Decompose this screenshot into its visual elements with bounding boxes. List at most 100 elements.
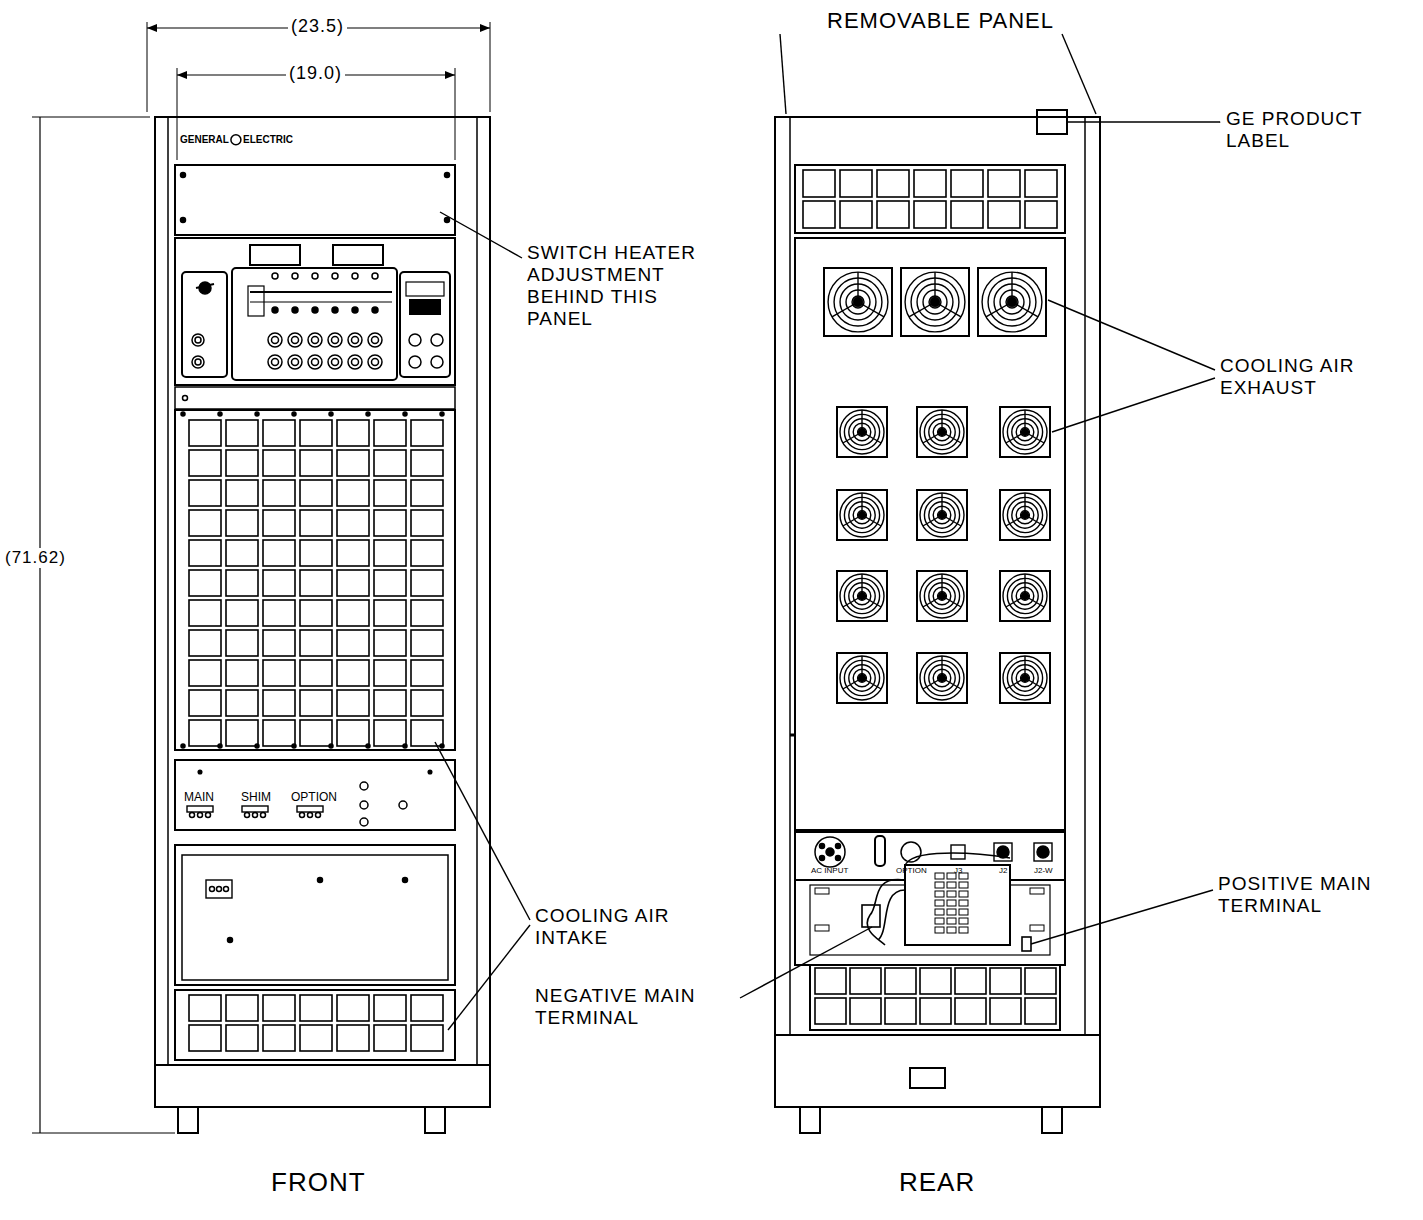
power-module — [905, 865, 1010, 945]
vent-square — [411, 450, 443, 476]
vent-square — [914, 201, 946, 228]
module-vent — [947, 891, 956, 897]
fan-strut — [986, 302, 1012, 317]
dimension-arrowhead — [445, 71, 455, 79]
fan-strut — [862, 432, 881, 443]
vent-square — [189, 1025, 221, 1051]
indicator-lamp — [372, 273, 378, 279]
vent-square — [374, 630, 406, 656]
fan-strut — [942, 515, 961, 526]
jack — [332, 359, 339, 366]
fan-strut — [923, 432, 942, 443]
vent-square — [300, 450, 332, 476]
vent-square — [411, 690, 443, 716]
vent-square — [411, 600, 443, 626]
cabinet-foot — [800, 1107, 820, 1133]
cable — [867, 879, 905, 945]
panel-marking: J2-W — [1034, 866, 1053, 875]
fan-housing — [837, 571, 887, 621]
jack — [272, 359, 279, 366]
vent-square — [337, 660, 369, 686]
leader-end — [1219, 121, 1221, 123]
extension-line — [147, 22, 148, 112]
vent-square — [226, 660, 258, 686]
pin — [836, 844, 841, 849]
jack — [308, 355, 322, 369]
terminal-lug — [815, 925, 829, 931]
vent-square — [337, 690, 369, 716]
fan-strut — [923, 596, 942, 607]
callout-label: COOLING AIR EXHAUST — [1220, 355, 1370, 399]
vent-square — [955, 998, 986, 1024]
indicator-lamp — [352, 307, 358, 313]
fan-housing — [837, 490, 887, 540]
jack — [192, 334, 204, 346]
switch-bar — [250, 291, 392, 292]
panel-screw — [181, 173, 186, 178]
module-vent — [935, 882, 944, 888]
vent-square — [263, 690, 295, 716]
vent-square — [374, 480, 406, 506]
panel-screw — [183, 396, 188, 401]
vent-square — [300, 690, 332, 716]
extension-line — [455, 68, 456, 160]
panel-screw — [218, 412, 222, 416]
vent-square — [411, 1025, 443, 1051]
fan-strut — [843, 515, 862, 526]
terminal-screw — [316, 813, 321, 818]
module-vent — [935, 927, 944, 933]
module-vent — [947, 900, 956, 906]
vent-square — [850, 998, 881, 1024]
vent-square — [374, 570, 406, 596]
fan-strut — [942, 596, 961, 607]
vent-square — [877, 201, 909, 228]
vent-square — [263, 450, 295, 476]
cabinet-rail — [789, 117, 791, 1035]
selector-knob — [199, 282, 211, 294]
indicator-lamp — [272, 307, 278, 313]
vent-square — [411, 995, 443, 1021]
fan-strut — [843, 432, 862, 443]
jack — [328, 333, 342, 347]
vent-square — [263, 630, 295, 656]
panel-marking: ELECTRIC — [243, 134, 293, 146]
intake-panel — [175, 990, 455, 1060]
cabinet-base — [155, 1065, 490, 1107]
fan-strut — [1024, 493, 1025, 515]
leader-line — [780, 34, 786, 114]
vent-square — [840, 201, 872, 228]
fan-strut — [1024, 574, 1025, 596]
vent-square — [1025, 968, 1056, 994]
cabinet-foot — [178, 1107, 198, 1133]
leader-line — [1067, 121, 1220, 122]
fan-guard-ring — [920, 410, 964, 454]
fan-strut — [1012, 302, 1038, 317]
switch-bar — [250, 291, 392, 292]
control-panel — [175, 238, 455, 385]
vent-square — [226, 630, 258, 656]
module-vent — [959, 900, 968, 906]
positive-terminal — [1022, 937, 1031, 951]
fan-strut — [1006, 678, 1025, 689]
vent-square — [337, 630, 369, 656]
vent-square — [300, 510, 332, 536]
cabinet-base — [775, 1035, 1100, 1107]
pin — [1037, 846, 1049, 858]
jack — [332, 337, 339, 344]
fan-guard-ring — [1003, 493, 1047, 537]
vent-square — [189, 660, 221, 686]
vent-square — [374, 540, 406, 566]
leader-line — [740, 927, 872, 998]
jack — [292, 337, 299, 344]
vent-square — [803, 170, 835, 197]
vent-square — [189, 480, 221, 506]
cabinet-rail — [476, 117, 478, 1065]
panel-screw — [228, 938, 233, 943]
vent-square — [374, 1025, 406, 1051]
j3-connector — [951, 845, 965, 859]
indicator-hole — [360, 818, 368, 826]
fan-strut — [941, 493, 942, 515]
panel-screw — [255, 744, 259, 748]
terminal-screw — [261, 813, 266, 818]
module-vent — [959, 882, 968, 888]
